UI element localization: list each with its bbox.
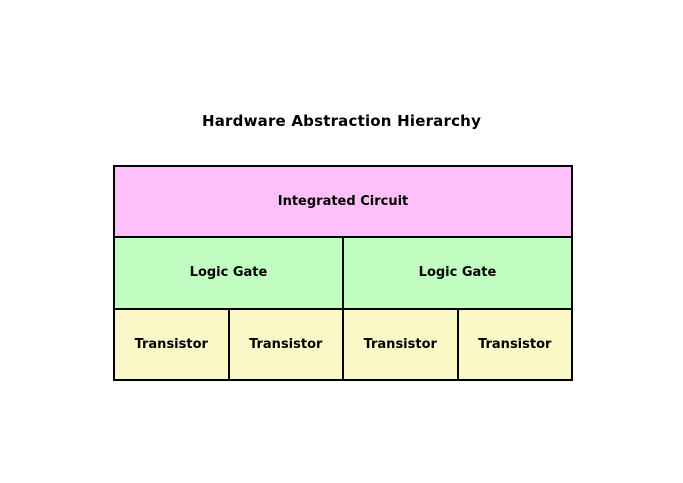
block-transistor-2: Transistor [227, 309, 342, 379]
block-transistor-1: Transistor [115, 309, 228, 379]
block-integrated-circuit: Integrated Circuit [115, 167, 571, 237]
block-transistor-4: Transistor [456, 309, 571, 379]
hierarchy-diagram: Integrated Circuit Logic Gate Logic Gate… [113, 165, 573, 381]
diagram-title: Hardware Abstraction Hierarchy [201, 112, 482, 130]
level-logic-gate: Logic Gate Logic Gate [115, 236, 571, 308]
block-logic-gate-2: Logic Gate [342, 238, 571, 308]
level-transistor: Transistor Transistor Transistor Transis… [115, 307, 571, 379]
level-integrated-circuit: Integrated Circuit [115, 167, 571, 237]
block-transistor-3: Transistor [342, 309, 457, 379]
block-logic-gate-1: Logic Gate [115, 238, 342, 308]
